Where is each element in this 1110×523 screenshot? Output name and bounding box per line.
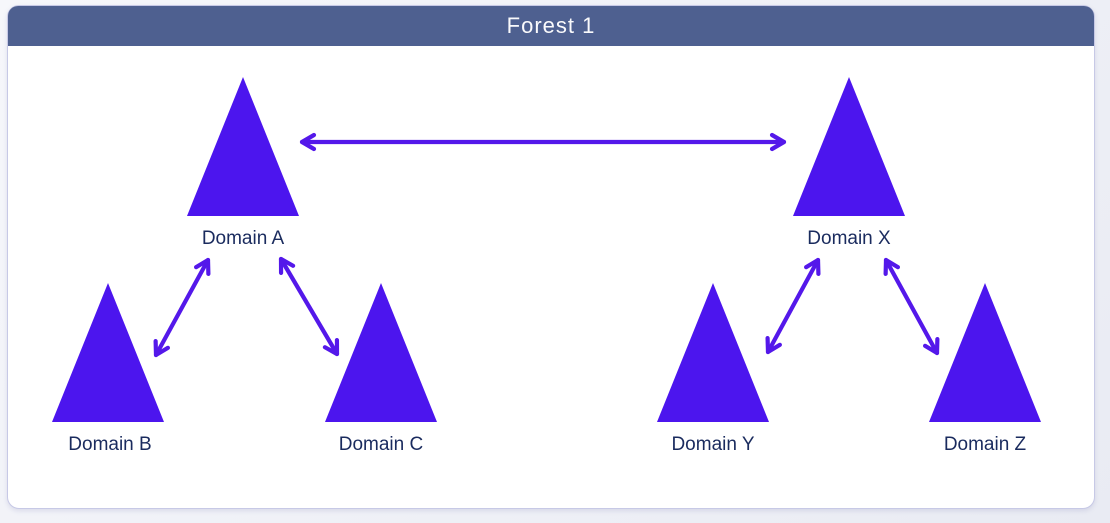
domain-a-label: Domain A bbox=[201, 228, 285, 249]
domain-x-triangle bbox=[793, 77, 905, 216]
domain-b-triangle bbox=[52, 283, 164, 422]
domain-c-triangle bbox=[325, 283, 437, 422]
forest-header: Forest 1 bbox=[8, 6, 1094, 46]
domain-a-triangle bbox=[187, 77, 299, 216]
domain-y-triangle bbox=[657, 283, 769, 422]
domain-x-label: Domain X bbox=[807, 228, 891, 249]
domain-z-triangle bbox=[929, 283, 1041, 422]
domain-y-label: Domain Y bbox=[671, 434, 755, 455]
domain-b-label: Domain B bbox=[68, 434, 152, 455]
domain-z-label: Domain Z bbox=[943, 434, 1027, 455]
page-title: Forest 1 bbox=[506, 13, 596, 38]
domain-c-label: Domain C bbox=[338, 434, 424, 455]
